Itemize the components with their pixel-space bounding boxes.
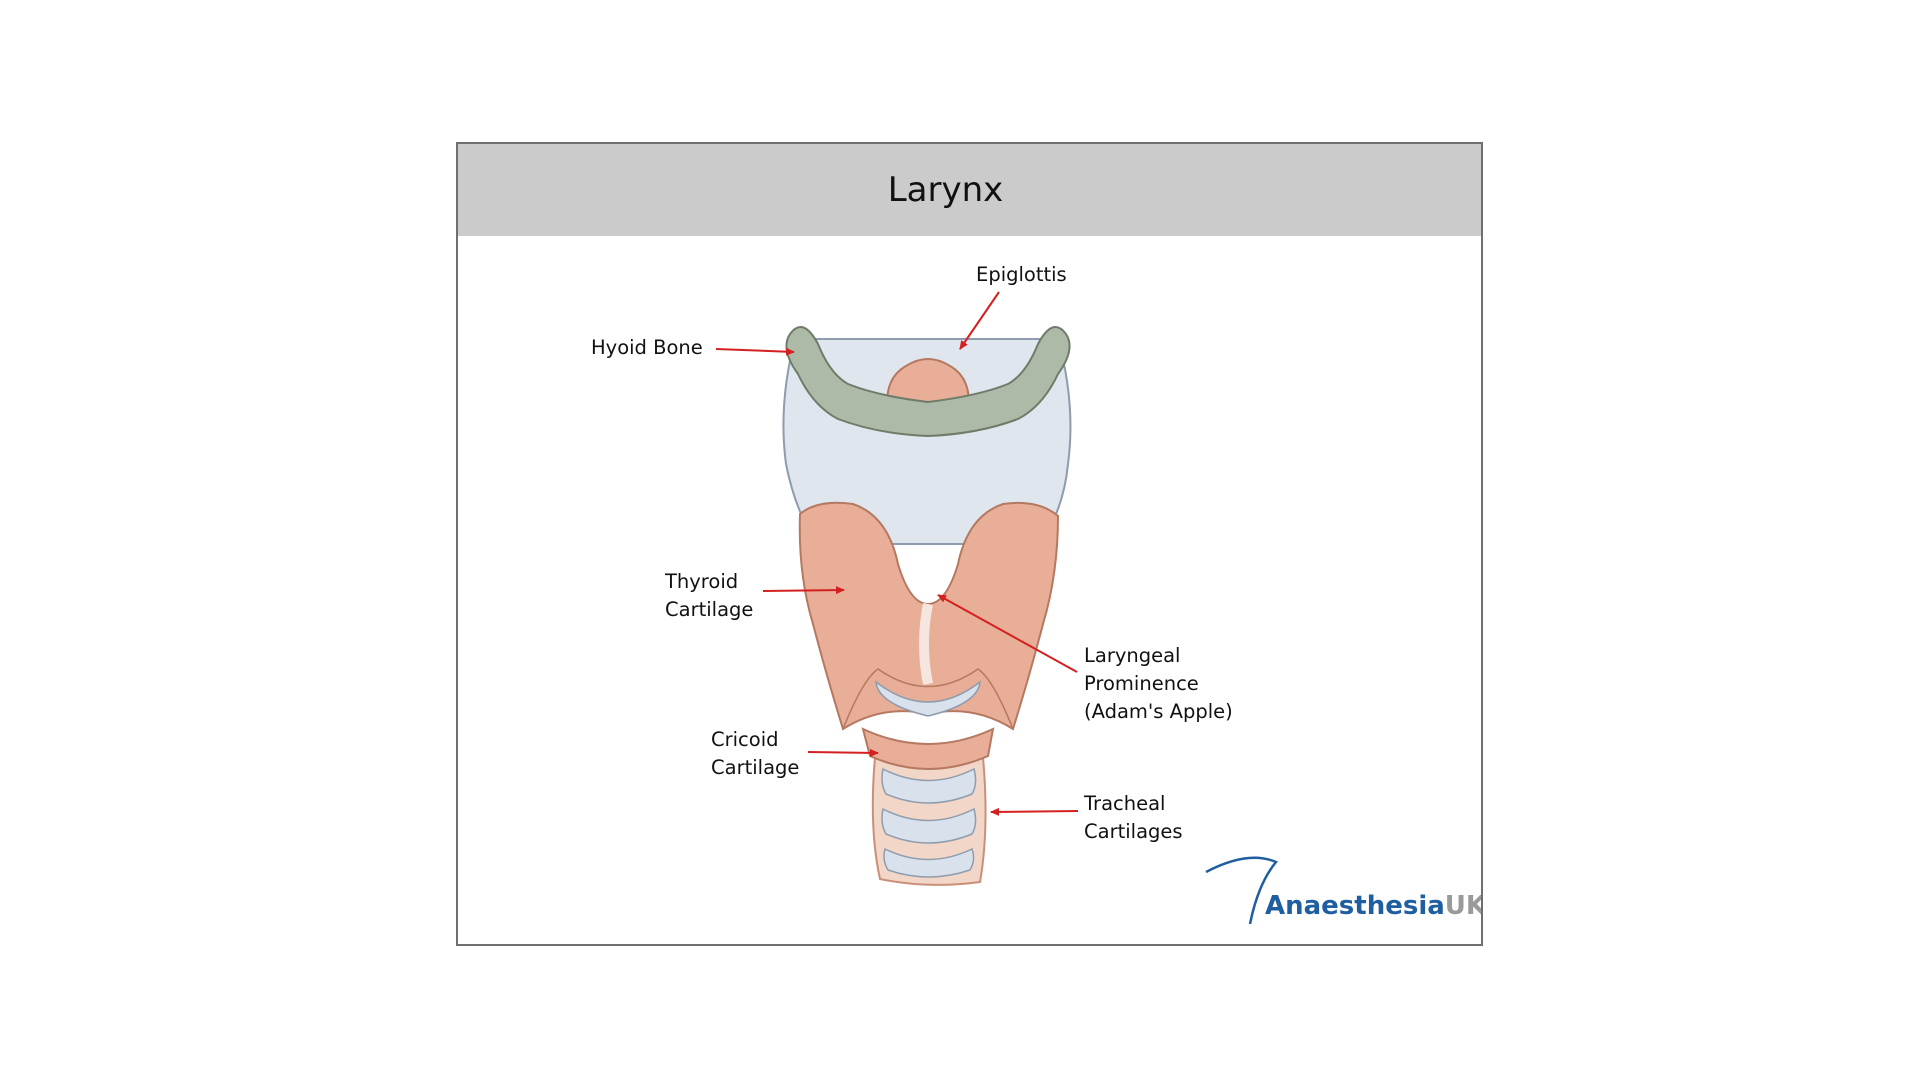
hyoid-bone-shape (785, 325, 1071, 438)
svg-text:AnaesthesiaUK: AnaesthesiaUK (1265, 891, 1481, 921)
epiglottis-arrow (959, 291, 1000, 350)
larynx-illustration (782, 325, 1072, 886)
label-thyroid-line2: Cartilage (665, 598, 753, 621)
logo-swoosh-icon (1205, 856, 1279, 925)
hyoid-arrow (715, 347, 795, 356)
thyroid-arrow (762, 586, 845, 595)
label-tracheal-line2: Cartilages (1084, 820, 1183, 843)
prominence-arrow (937, 594, 1078, 673)
label-prominence-line2: Prominence (1084, 672, 1199, 695)
label-tracheal-line1: Tracheal (1083, 792, 1165, 815)
label-thyroid-line1: Thyroid (664, 570, 738, 593)
label-hyoid-bone: Hyoid Bone (591, 336, 703, 359)
larynx-diagram: Epiglottis Hyoid Bone Thyroid Cartilage … (591, 263, 1481, 925)
prominence-highlight (919, 603, 933, 685)
logo-name: Anaesthesia (1265, 891, 1445, 921)
label-prominence-line3: (Adam's Apple) (1084, 700, 1233, 723)
title-bar: Larynx (458, 144, 1481, 236)
label-cricoid-line1: Cricoid (711, 728, 779, 751)
diagram-title: Larynx (887, 170, 1004, 210)
cricoid-arrow (807, 748, 879, 757)
diagram-frame: Larynx (456, 142, 1483, 946)
cricoid-cartilage-shape (861, 727, 995, 770)
tracheal-arrow (990, 807, 1079, 816)
logo-suffix: UK (1445, 891, 1481, 921)
label-prominence-line1: Laryngeal (1084, 644, 1180, 667)
label-epiglottis: Epiglottis (976, 263, 1067, 286)
tracheal-cartilages-shape (871, 746, 987, 886)
label-cricoid-line2: Cartilage (711, 756, 799, 779)
anaesthesia-uk-logo: AnaesthesiaUK (1205, 856, 1481, 925)
